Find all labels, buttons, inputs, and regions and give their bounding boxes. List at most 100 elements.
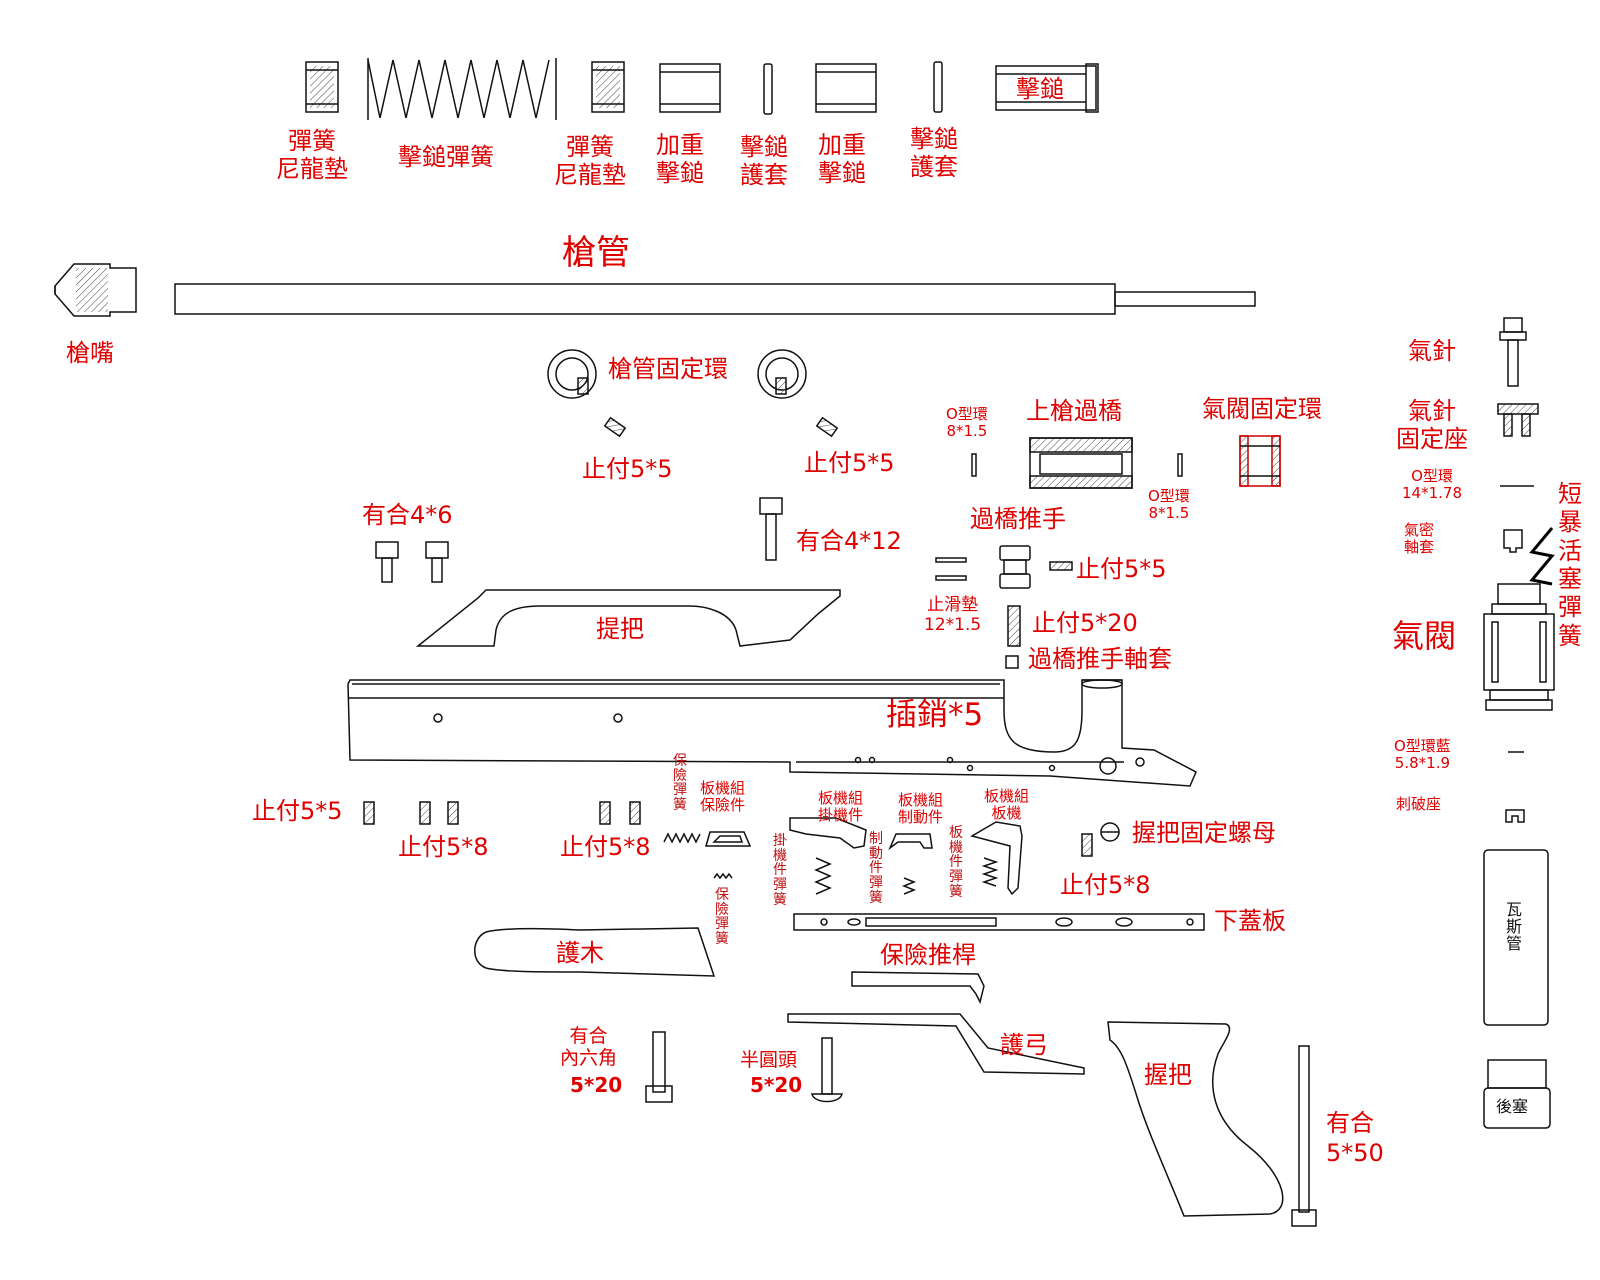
rear-plug-part <box>1483 1059 1551 1129</box>
label-spring-nylon-pad-1: 彈簧 尼龍墊 <box>276 127 348 183</box>
label-upper-bridge: 上槍過橋 <box>1026 397 1122 425</box>
trigger-brake-part <box>888 833 933 851</box>
set-screw-5x8-a2-part <box>447 801 459 825</box>
spring-nylon-pad-1-part <box>305 61 339 113</box>
trigger-spring-part <box>981 857 999 887</box>
label-set-screw-5x8-a: 止付5*8 <box>398 833 489 861</box>
label-set-screw-5x5-c: 止付5*5 <box>1076 555 1167 583</box>
gas-valve-part <box>1483 583 1555 711</box>
label-muzzle: 槍嘴 <box>66 339 114 367</box>
label-bottom-cover: 下蓋板 <box>1214 907 1286 935</box>
round-head-screw-part <box>811 1037 843 1103</box>
spring-nylon-pad-2-part <box>591 61 625 113</box>
trigger-sear-part <box>789 817 867 849</box>
label-sear-spring: 掛機件彈簧 <box>773 833 787 908</box>
label-safety-spring-2: 保險彈簧 <box>715 887 729 948</box>
trigger-guard-part <box>787 1013 1085 1075</box>
hammer-sleeve-1-part <box>763 63 773 115</box>
set-screw-5x8-c-part <box>1081 833 1093 857</box>
label-hammer-spring: 擊鎚彈簧 <box>398 143 494 171</box>
barrel-ring-left-part <box>547 349 597 399</box>
label-barrel-fixing-ring: 槍管固定環 <box>608 355 728 383</box>
o-ring-a-part <box>971 453 977 477</box>
label-trigger-sear: 板機組 掛機件 <box>818 789 864 825</box>
cap-screw-5x50-part <box>1291 1045 1317 1227</box>
grip-nut-part <box>1100 822 1120 842</box>
hex-cap-screw-part <box>645 1031 673 1103</box>
label-gas-valve: 氣閥 <box>1392 617 1457 655</box>
label-trigger-brake: 板機組 制動件 <box>898 791 944 827</box>
label-set-screw-5x5-a: 止付5*5 <box>582 455 673 483</box>
label-short-violent-piston-spring: 短 暴 活 塞 彈 簧 <box>1558 480 1582 650</box>
label-gas-needle: 氣針 <box>1408 337 1456 365</box>
label-cap-screw-5x50-title: 有合 <box>1326 1109 1374 1137</box>
barrel-ring-right-part <box>757 349 807 399</box>
hammer-sleeve-2-part <box>933 61 943 113</box>
set-screw-a-part <box>603 416 627 438</box>
set-screw-d-part <box>363 801 375 825</box>
bottom-cover-part <box>793 913 1205 931</box>
label-trigger-safety: 板機組 保險件 <box>700 779 746 815</box>
label-round-head-title: 半圓頭 <box>740 1049 798 1071</box>
label-spring-nylon-pad-2: 彈簧 尼龍墊 <box>554 133 626 189</box>
set-screw-b-part <box>815 416 839 438</box>
label-o-ring-8x1-5-a: O型環 8*1.5 <box>946 405 988 441</box>
muzzle-part <box>54 263 137 317</box>
label-o-ring-8x1-5-b: O型環 8*1.5 <box>1148 487 1190 523</box>
brake-spring-part <box>901 877 917 895</box>
valve-fixing-ring-part <box>1239 435 1281 487</box>
hammer-spring-part <box>367 59 550 119</box>
label-round-head-size: 5*20 <box>750 1073 803 1097</box>
gas-tube-part <box>1483 849 1549 1026</box>
label-safety-push-rod: 保險推桿 <box>880 941 976 969</box>
label-grip: 握把 <box>1144 1061 1192 1089</box>
label-pin-x5: 插銷*5 <box>886 697 984 733</box>
label-cap-screw-4x12: 有合4*12 <box>796 527 902 555</box>
label-safety-spring-vertical: 保險彈簧 <box>673 753 687 814</box>
hammer-part <box>995 63 1099 113</box>
piston-spring-part <box>1529 527 1555 586</box>
set-screw-5x8-b2-part <box>629 801 641 825</box>
label-trigger-spring: 板機件彈簧 <box>949 825 963 900</box>
safety-spring-part <box>663 832 701 844</box>
sear-spring-part <box>814 857 832 895</box>
label-gas-needle-seat: 氣針 固定座 <box>1396 397 1468 453</box>
carry-handle-part <box>415 589 841 647</box>
label-barrel: 槍管 <box>562 233 630 273</box>
label-valve-fixing-ring: 氣閥固定環 <box>1202 395 1322 423</box>
cap-screw-4x6-a-part <box>375 541 399 583</box>
label-hex-cap-screw-title: 有合 內六角 <box>560 1025 618 1069</box>
receiver-part <box>347 679 1197 787</box>
set-screw-5x8-a1-part <box>419 801 431 825</box>
label-hammer-sleeve-1: 擊鎚 護套 <box>740 133 788 189</box>
label-bridge-pusher-bushing: 過橋推手軸套 <box>1028 645 1172 673</box>
label-brake-spring: 制動件彈簧 <box>869 831 883 906</box>
label-set-screw-5x5-b: 止付5*5 <box>804 449 895 477</box>
label-hammer: 擊鎚 <box>1016 75 1064 103</box>
bridge-pusher-bushing-part <box>1005 655 1019 669</box>
label-o-ring-14x1-78: O型環 14*1.78 <box>1402 467 1462 503</box>
label-set-screw-5x8-c: 止付5*8 <box>1060 871 1151 899</box>
o-ring-b-part <box>1177 453 1183 477</box>
label-rear-plug: 後塞 <box>1496 1097 1529 1116</box>
piercing-seat-part <box>1505 809 1525 823</box>
label-handguard: 護木 <box>556 939 604 967</box>
set-screw-5x8-b1-part <box>599 801 611 825</box>
seal-sleeve-part <box>1503 529 1523 553</box>
label-cap-screw-5x50-size: 5*50 <box>1326 1139 1384 1167</box>
label-piercing-seat: 刺破座 <box>1396 795 1442 813</box>
set-screw-5x20-part <box>1007 605 1021 647</box>
gas-needle-seat-part <box>1497 403 1539 437</box>
safety-push-rod-part <box>851 971 985 1005</box>
stop-pad-part <box>935 557 967 581</box>
label-seal-sleeve: 氣密 軸套 <box>1404 521 1435 557</box>
trigger-part <box>970 821 1023 896</box>
set-screw-c-part <box>1049 561 1073 571</box>
label-trigger: 板機組 板機 <box>984 787 1030 823</box>
gas-needle-part <box>1499 317 1527 387</box>
label-set-screw-5x20: 止付5*20 <box>1032 609 1138 637</box>
label-bridge-pusher: 過橋推手 <box>970 505 1066 533</box>
trigger-safety-part <box>705 831 752 847</box>
upper-bridge-part <box>1029 437 1133 489</box>
